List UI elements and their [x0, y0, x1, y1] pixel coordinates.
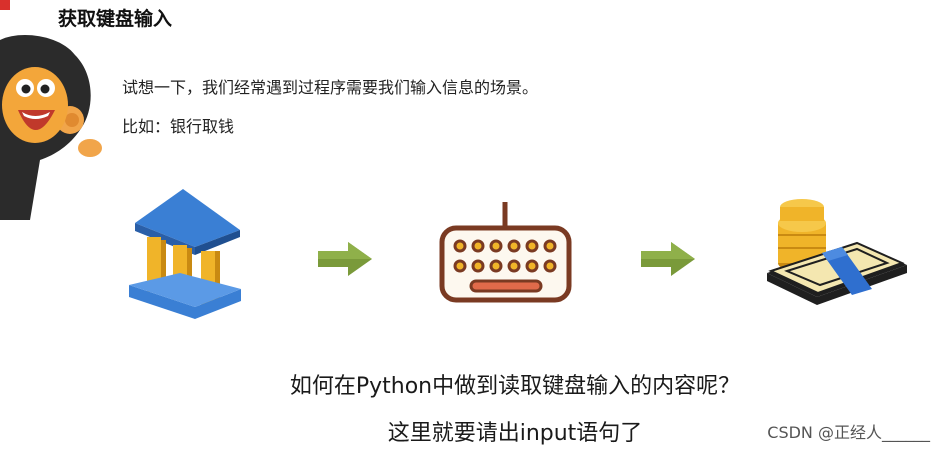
keyboard-icon	[438, 198, 573, 304]
bank-icon	[125, 185, 245, 320]
question-text: 如何在Python中做到读取键盘输入的内容呢？	[40, 368, 950, 400]
watermark-text: CSDN @正经人______	[767, 419, 930, 443]
intro-text: 试想一下，我们经常遇到过程序需要我们输入信息的场景。	[122, 74, 538, 98]
page-title: 获取键盘输入	[58, 4, 172, 31]
arrow-right-icon	[318, 242, 374, 276]
monkey-mascot-icon	[0, 30, 110, 220]
money-icon	[762, 193, 912, 311]
arrow-right-icon-2	[641, 242, 697, 276]
corner-accent	[0, 0, 10, 10]
example-text: 比如：银行取钱	[122, 113, 234, 137]
